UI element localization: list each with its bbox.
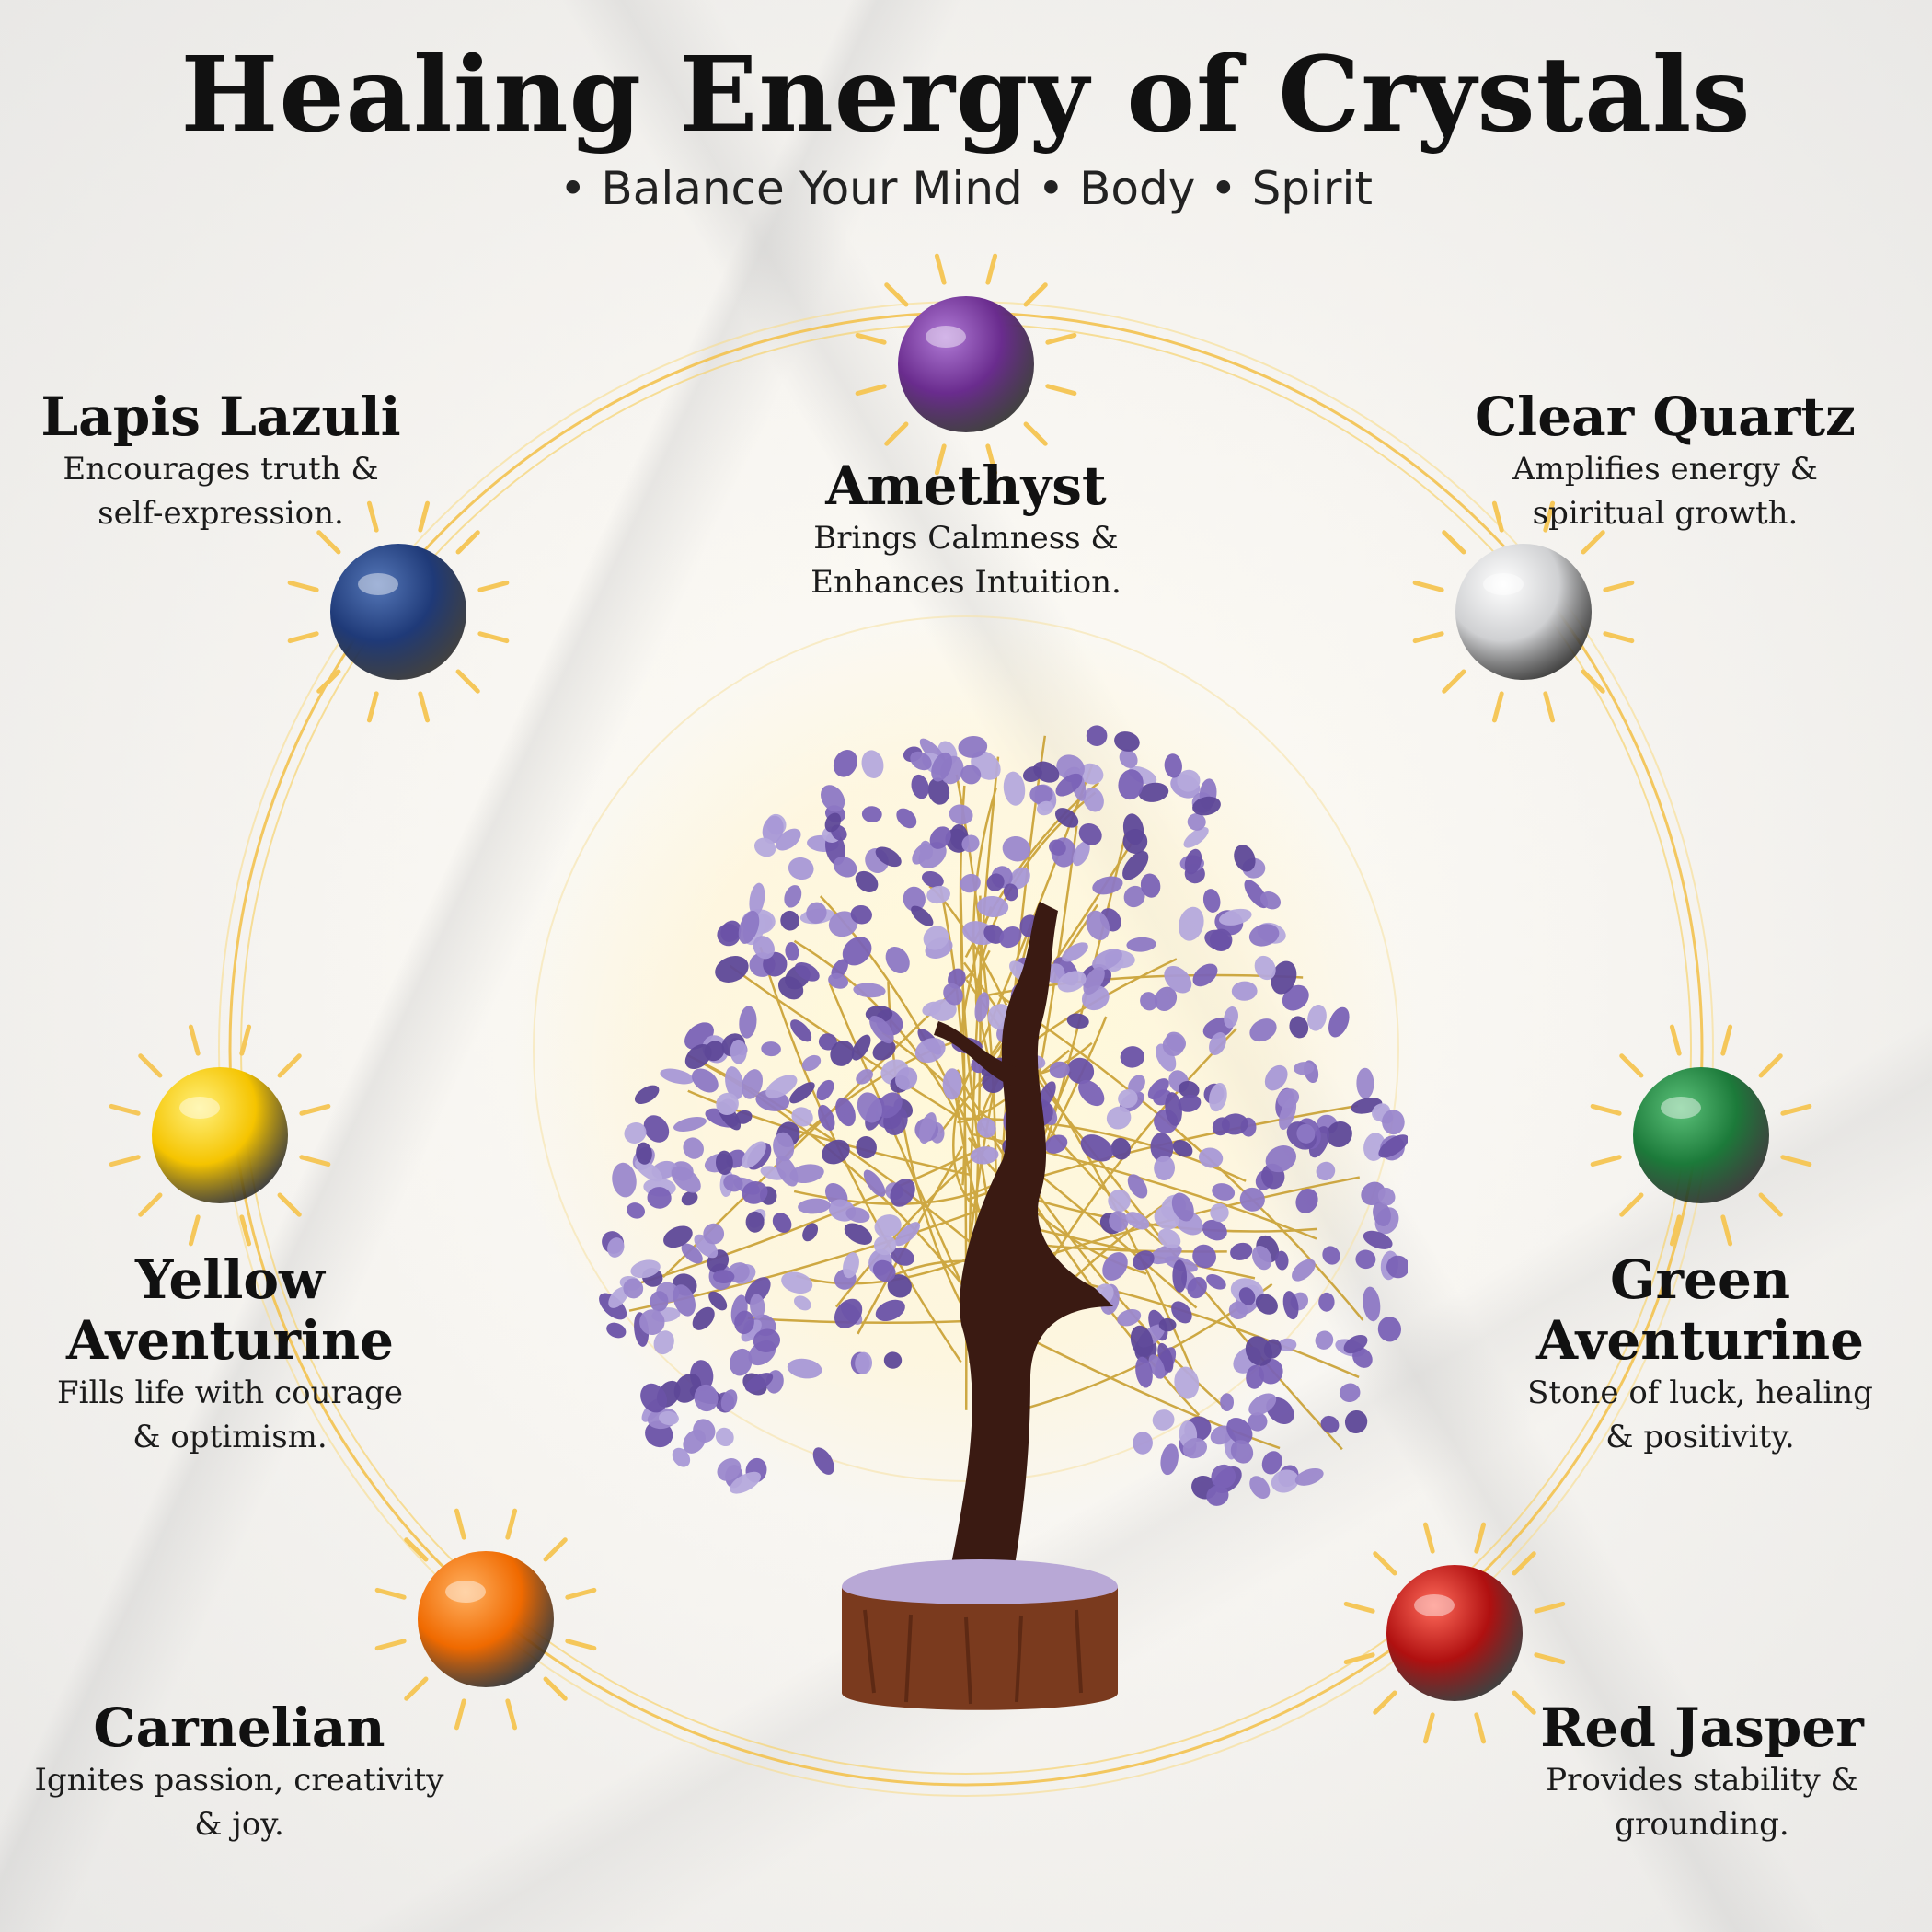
label-amethyst: Amethyst Brings Calmness & Enhances Intu… <box>727 455 1205 604</box>
label-red-jasper: Red Jasper Provides stability & groundin… <box>1463 1697 1932 1846</box>
crystal-orb-amethyst <box>855 253 1077 476</box>
crystal-orb-red-jasper <box>1343 1522 1566 1744</box>
crystal-name: Yellow Aventurine <box>65 1248 395 1372</box>
tree-base <box>842 1587 1118 1710</box>
label-clear-quartz: Clear Quartz Amplifies energy & spiritua… <box>1426 386 1904 535</box>
crystal-desc: Stone of luck, healing <box>1527 1374 1873 1411</box>
crystal-name: Amethyst <box>825 454 1107 517</box>
crystal-desc: grounding. <box>1615 1806 1789 1843</box>
page-subtitle: • Balance Your Mind • Body • Spirit <box>559 162 1373 215</box>
label-yellow-aventurine: Yellow Aventurine Fills life with courag… <box>0 1249 469 1459</box>
crystal-desc: self-expression. <box>98 495 344 532</box>
label-lapis-lazuli: Lapis Lazuli Encourages truth & self-exp… <box>0 386 460 535</box>
crystal-name: Green Aventurine <box>1535 1248 1865 1372</box>
crystal-orb-carnelian <box>374 1508 597 1731</box>
crystal-orb-yellow-aventurine <box>109 1024 331 1247</box>
page-title: Healing Energy of Crystals <box>180 35 1752 155</box>
crystal-name: Clear Quartz <box>1475 385 1856 448</box>
crystal-name: Lapis Lazuli <box>40 385 401 448</box>
crystal-orb-lapis-lazuli <box>287 500 510 723</box>
crystal-name: Carnelian <box>93 1696 385 1759</box>
crystal-desc: Amplifies energy & <box>1512 451 1818 488</box>
crystal-desc: Encourages truth & <box>63 451 379 488</box>
crystal-desc: Fills life with courage <box>57 1374 403 1411</box>
crystal-orb-green-aventurine <box>1590 1024 1812 1247</box>
crystal-desc: & joy. <box>194 1806 284 1843</box>
crystal-desc: spiritual growth. <box>1532 495 1799 532</box>
crystal-desc: Provides stability & <box>1546 1762 1858 1799</box>
tree-trunk <box>948 902 1113 1582</box>
label-carnelian: Carnelian Ignites passion, creativity & … <box>0 1697 478 1846</box>
crystal-desc: Brings Calmness & <box>813 520 1119 557</box>
crystal-orb-clear-quartz <box>1412 500 1635 723</box>
crystal-desc: Enhances Intuition. <box>811 564 1121 601</box>
label-green-aventurine: Green Aventurine Stone of luck, healing … <box>1461 1249 1932 1459</box>
crystal-desc: & positivity. <box>1605 1419 1795 1455</box>
amethyst-tree-image <box>599 725 1408 1710</box>
crystal-desc: & optimism. <box>132 1419 328 1455</box>
crystal-desc: Ignites passion, creativity <box>34 1762 444 1799</box>
crystal-name: Red Jasper <box>1540 1696 1864 1759</box>
